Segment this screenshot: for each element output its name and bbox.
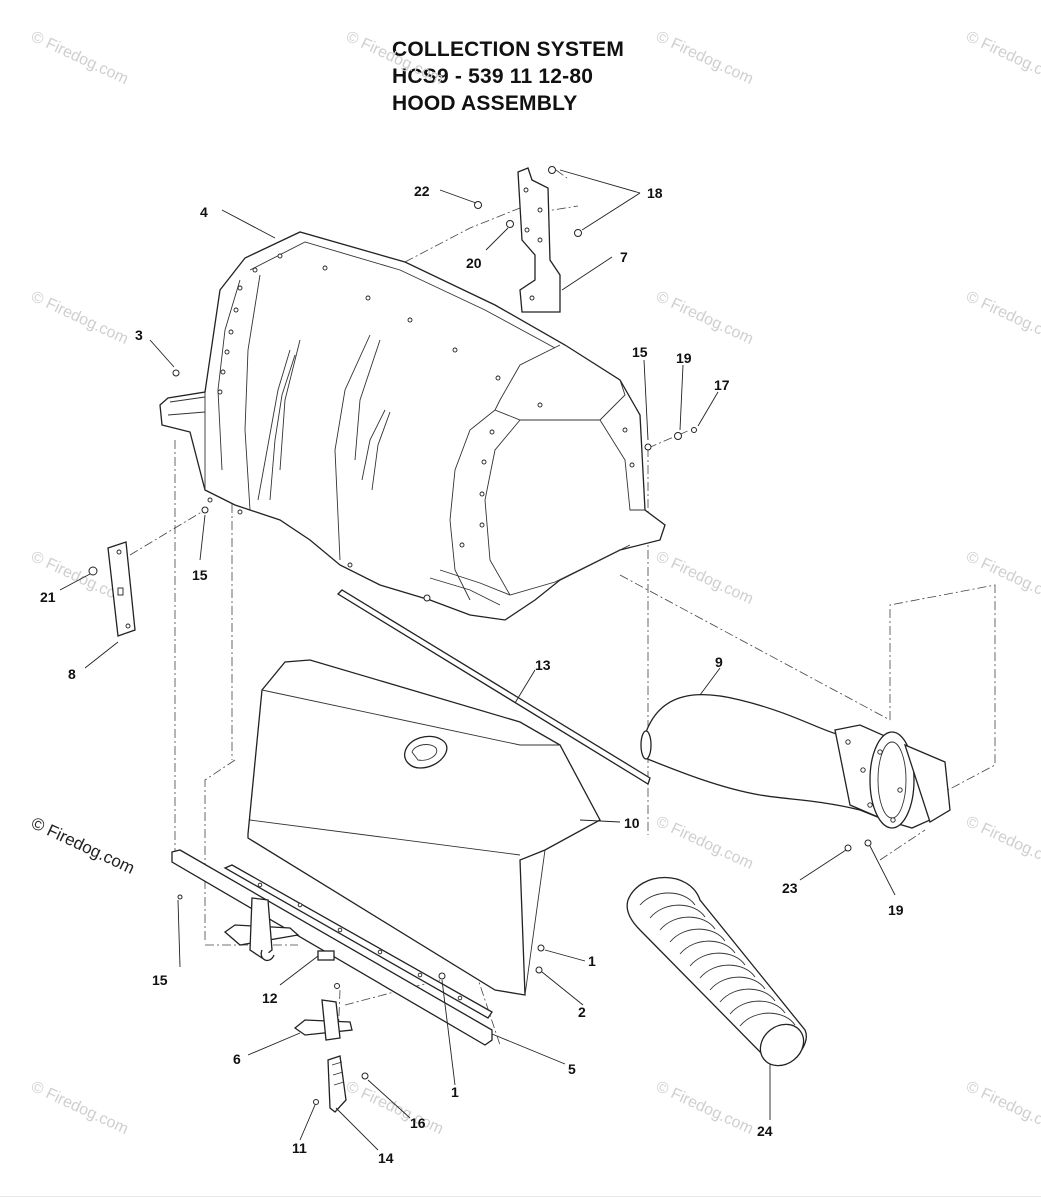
callout-19a: 19	[676, 350, 692, 366]
callout-7: 7	[620, 249, 628, 265]
watermark: © Firedog.com	[28, 28, 130, 88]
chute-part-9	[640, 693, 951, 829]
callout-22: 22	[414, 183, 430, 199]
callout-21: 21	[40, 589, 56, 605]
callout-6: 6	[233, 1051, 241, 1067]
callout-15b: 15	[192, 567, 208, 583]
callout-20: 20	[466, 255, 482, 271]
callout-5: 5	[568, 1061, 576, 1077]
callout-13: 13	[535, 657, 551, 673]
bracket-part-6	[293, 999, 353, 1041]
watermark: © Firedog.com	[28, 288, 130, 348]
callout-16: 16	[410, 1115, 426, 1131]
title-line-1: COLLECTION SYSTEM	[392, 38, 625, 61]
watermark-dark: © Firedog.com	[28, 813, 137, 877]
diagram-title: COLLECTION SYSTEM HCS9 - 539 11 12-80 HO…	[392, 36, 624, 117]
hood-part-4	[159, 231, 666, 621]
callout-1b: 1	[451, 1084, 459, 1100]
watermark: © Firedog.com	[653, 1078, 755, 1138]
watermark: © Firedog.com	[653, 288, 755, 348]
watermark: © Firedog.com	[963, 813, 1041, 873]
callout-24: 24	[757, 1123, 773, 1139]
callout-9: 9	[715, 654, 723, 670]
bracket-part-7	[517, 167, 561, 313]
callout-18: 18	[647, 185, 663, 201]
watermark: © Firedog.com	[343, 1078, 445, 1138]
watermark: © Firedog.com	[963, 1078, 1041, 1138]
watermark: © Firedog.com	[963, 548, 1041, 608]
callout-10: 10	[624, 815, 640, 831]
title-line-2: HCS9 - 539 11 12-80	[392, 65, 594, 88]
callout-17: 17	[714, 377, 730, 393]
flap-part-10	[247, 659, 601, 996]
callout-labels: 4 22 20 18 7 3 15 19 17 15 21 8 13 9 10 …	[40, 183, 904, 1166]
title-line-3: HOOD ASSEMBLY	[392, 92, 578, 115]
callout-2: 2	[578, 1004, 586, 1020]
callout-14: 14	[378, 1150, 394, 1166]
callout-23: 23	[782, 880, 798, 896]
watermark: © Firedog.com	[343, 28, 445, 88]
callout-1a: 1	[588, 953, 596, 969]
bottom-rule	[0, 1196, 1041, 1197]
callout-8: 8	[68, 666, 76, 682]
callout-4: 4	[200, 204, 208, 220]
callout-15c: 15	[152, 972, 168, 988]
plate-part-8	[107, 541, 136, 637]
watermark: © Firedog.com	[653, 28, 755, 88]
leader-lines	[59, 169, 896, 1151]
watermark: © Firedog.com	[653, 548, 755, 608]
watermark: © Firedog.com	[963, 288, 1041, 348]
latch-part-14	[327, 1055, 347, 1113]
hose-part-24	[626, 877, 807, 1067]
callout-3: 3	[135, 327, 143, 343]
callout-12: 12	[262, 990, 278, 1006]
strip-part-13	[336, 589, 651, 785]
watermark: © Firedog.com	[653, 813, 755, 873]
watermark: © Firedog.com	[963, 28, 1041, 88]
callout-11: 11	[292, 1140, 307, 1156]
callout-15a: 15	[632, 344, 648, 360]
watermark: © Firedog.com	[28, 1078, 130, 1138]
hardware	[88, 166, 872, 1105]
callout-19b: 19	[888, 902, 904, 918]
latch-part-12	[223, 897, 335, 962]
